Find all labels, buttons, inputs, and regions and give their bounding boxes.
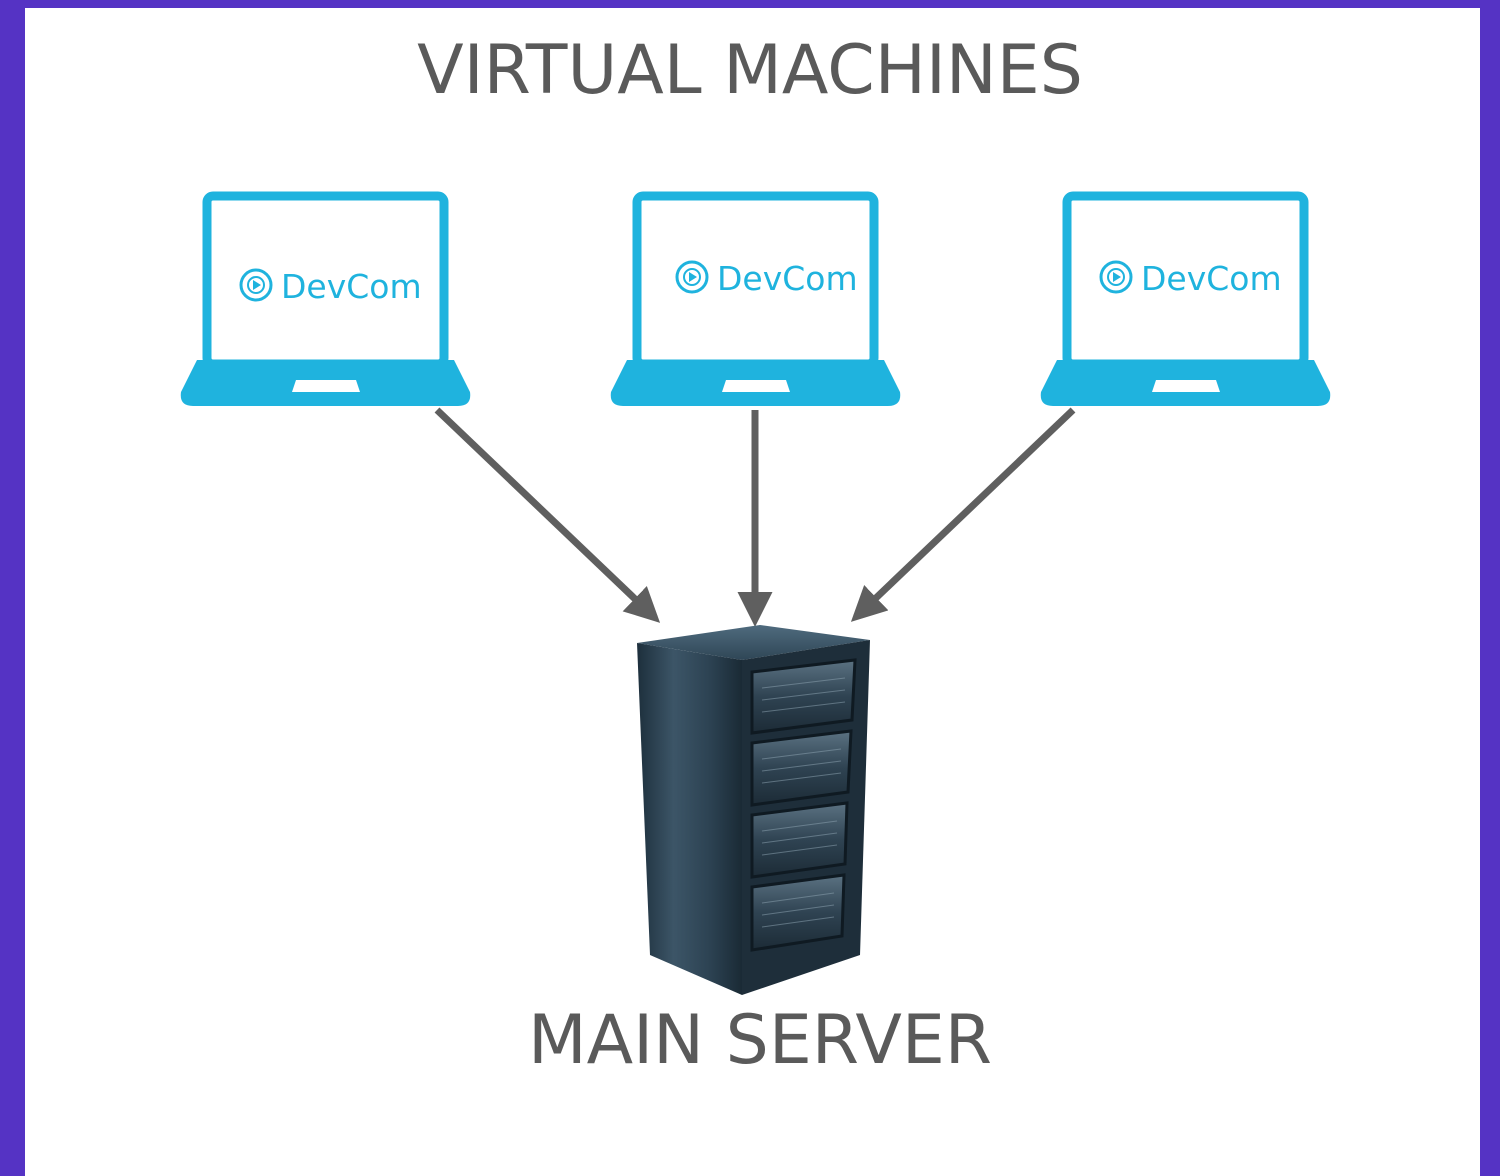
laptop-1: DevCom [180,191,471,406]
brand-label: DevCom [717,259,858,298]
server-icon [637,625,870,995]
arrow-laptop-1-to-server [434,407,661,623]
diagram-title: VIRTUAL MACHINES [417,31,1083,110]
devcom-logo-icon [675,260,709,294]
arrow-laptop-3-to-server [850,407,1076,622]
server-bays [750,658,857,952]
brand-label: DevCom [281,267,422,306]
brand-label: DevCom [1141,259,1282,298]
laptop-icon [610,191,901,406]
devcom-logo-icon [239,268,273,302]
server-label: MAIN SERVER [527,1001,993,1080]
laptop-2: DevCom [610,191,901,406]
laptop-3: DevCom [1040,191,1331,406]
devcom-logo-icon [1099,260,1133,294]
laptop-icon [1040,191,1331,406]
laptop-icon [180,191,471,406]
